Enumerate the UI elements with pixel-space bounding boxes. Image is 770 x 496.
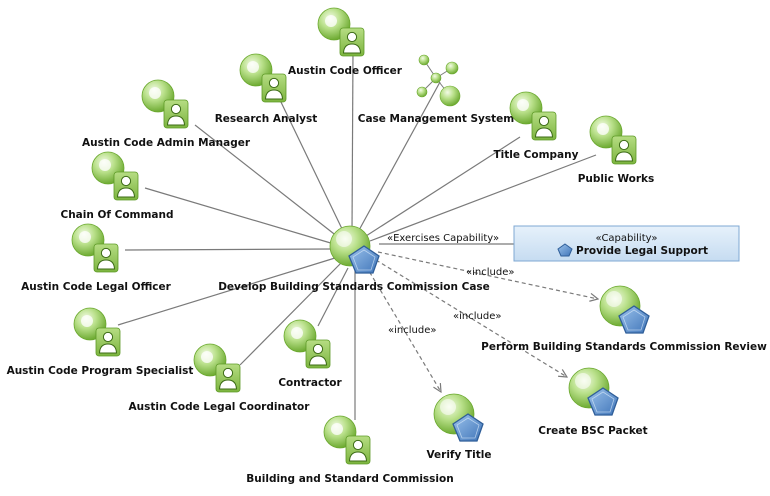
actor-label: Building and Standard Commission — [246, 473, 453, 485]
actor-building-and-standard-commission[interactable]: Building and Standard Commission — [246, 415, 454, 485]
actor-austin-code-officer[interactable]: Austin Code Officer — [288, 7, 403, 77]
actor-public-works[interactable]: Public Works — [578, 115, 655, 185]
actor-title-company[interactable]: Title Company — [494, 91, 579, 161]
line-austin-code-officer — [351, 49, 354, 233]
system-node-case-management-system[interactable]: Case Management System — [358, 54, 515, 125]
line-case-management-system — [357, 81, 441, 233]
usecase-label: Verify Title — [426, 449, 491, 461]
actor-label: Chain Of Command — [60, 209, 173, 221]
system-label: Case Management System — [358, 113, 515, 125]
exercises-capability-label: «Exercises Capability» — [387, 233, 499, 244]
usecase-icon — [599, 285, 650, 334]
capability-icon — [557, 243, 573, 257]
usecase-label: Perform Building Standards Commission Re… — [481, 341, 767, 353]
actor-label: Austin Code Legal Officer — [21, 281, 171, 293]
usecase-develop-bsc-case[interactable]: Develop Building Standards Commission Ca… — [218, 225, 490, 293]
line-austin-code-admin-manager — [194, 124, 339, 238]
network-icon — [416, 54, 461, 107]
actor-icon — [283, 319, 331, 369]
line-research-analyst — [279, 99, 345, 234]
usecase-create-bsc-packet[interactable]: Create BSC Packet — [538, 367, 648, 437]
include-arrow-verify-title — [365, 265, 441, 392]
actor-icon — [589, 115, 637, 165]
usecase-label: Develop Building Standards Commission Ca… — [218, 281, 490, 293]
actor-icon — [509, 91, 557, 141]
actor-austin-code-admin-manager[interactable]: Austin Code Admin Manager — [82, 79, 251, 149]
actor-label: Austin Code Legal Coordinator — [129, 401, 311, 413]
usecase-icon — [433, 393, 484, 442]
include-lines — [365, 251, 598, 392]
actor-research-analyst[interactable]: Research Analyst — [215, 53, 318, 125]
actor-chain-of-command[interactable]: Chain Of Command — [60, 151, 174, 221]
usecase-icon — [568, 367, 619, 416]
actor-label: Public Works — [578, 173, 655, 185]
actor-icon — [71, 223, 119, 273]
actor-icon — [141, 79, 189, 129]
actor-label: Title Company — [494, 149, 579, 161]
actor-icon — [317, 7, 365, 57]
line-austin-code-program-specialist — [117, 257, 336, 326]
include-arrow-perform-bsc-review — [377, 251, 598, 299]
actor-label: Austin Code Officer — [288, 65, 403, 77]
capability-box[interactable]: «Capability» Provide Legal Support — [513, 225, 740, 262]
actor-contractor[interactable]: Contractor — [278, 319, 342, 389]
usecase-verify-title[interactable]: Verify Title — [426, 393, 492, 461]
line-austin-code-legal-officer — [124, 248, 333, 251]
include-arrow-create-bsc-packet — [375, 259, 567, 377]
actor-label: Austin Code Admin Manager — [82, 137, 251, 149]
actor-austin-code-legal-coordinator[interactable]: Austin Code Legal Coordinator — [129, 343, 311, 413]
actor-icon — [193, 343, 241, 393]
actor-icon — [73, 307, 121, 357]
actor-austin-code-legal-officer[interactable]: Austin Code Legal Officer — [21, 223, 172, 293]
actor-label: Contractor — [278, 377, 342, 389]
actor-label: Austin Code Program Specialist — [7, 365, 194, 377]
include-label-perform-bsc-review: «include» — [466, 267, 514, 278]
include-label-verify-title: «include» — [388, 325, 436, 336]
actor-icon — [323, 415, 371, 465]
line-chain-of-command — [144, 187, 335, 245]
association-lines — [117, 49, 597, 420]
line-austin-code-legal-coordinator — [239, 261, 343, 366]
capability-stereotype: «Capability» — [596, 233, 658, 244]
actor-austin-code-program-specialist[interactable]: Austin Code Program Specialist — [7, 307, 194, 377]
capability-label: Provide Legal Support — [576, 245, 708, 257]
actor-icon — [239, 53, 287, 103]
usecase-label: Create BSC Packet — [538, 425, 647, 437]
actor-label: Research Analyst — [215, 113, 318, 125]
line-public-works — [369, 154, 597, 242]
line-title-company — [365, 136, 521, 237]
line-contractor — [317, 267, 349, 327]
include-label-create-bsc-packet: «include» — [453, 311, 501, 322]
actor-icon — [91, 151, 139, 201]
usecase-perform-bsc-review[interactable]: Perform Building Standards Commission Re… — [481, 285, 767, 353]
